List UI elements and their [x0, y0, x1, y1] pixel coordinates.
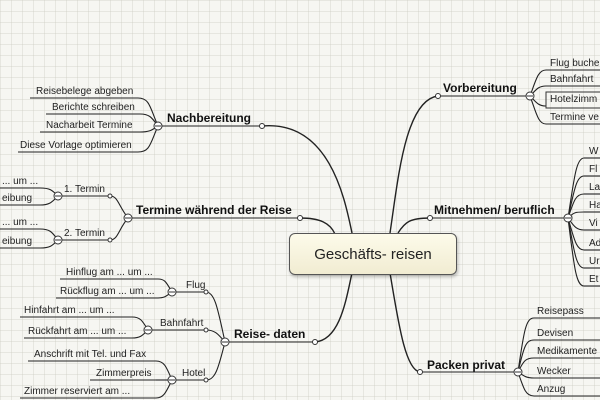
item-medikamente[interactable]: Medikamente — [537, 346, 598, 357]
item-termine-vereinbaren[interactable]: Termine ve — [550, 112, 599, 123]
connector-packen — [389, 272, 421, 373]
item-rueckfahrt[interactable]: Rückfahrt am ... um ... — [28, 326, 127, 337]
item-mitnehmen-5[interactable]: Vi — [589, 218, 598, 229]
subtopic-termin-2[interactable]: 2. Termin — [64, 228, 105, 239]
item-reisepass[interactable]: Reisepass — [537, 306, 584, 317]
central-topic-label: Geschäfts- reisen — [314, 245, 432, 263]
item-anschrift[interactable]: Anschrift mit Tel. und Fax — [34, 349, 147, 360]
item-wecker[interactable]: Wecker — [537, 366, 571, 377]
central-topic[interactable]: Geschäfts- reisen — [289, 233, 457, 275]
item-termin2-time[interactable]: ... um ... — [2, 217, 39, 228]
item-berichte[interactable]: Berichte schreiben — [52, 102, 135, 113]
item-bahnfahrt[interactable]: Bahnfahrt — [550, 74, 594, 85]
item-mitnehmen-3[interactable]: La — [589, 182, 600, 193]
item-termin1-desc[interactable]: eibung — [2, 193, 33, 204]
item-reisebelege[interactable]: Reisebelege abgeben — [36, 86, 134, 97]
item-mitnehmen-6[interactable]: Ad — [589, 238, 600, 249]
connector-reisedaten — [314, 272, 353, 343]
item-zimmerpreis[interactable]: Zimmerpreis — [96, 368, 152, 379]
item-termin1-time[interactable]: ... um ... — [2, 176, 39, 187]
topic-termine[interactable]: Termine während der Reise — [136, 203, 292, 217]
item-zimmer-reserviert[interactable]: Zimmer reserviert am ... — [24, 386, 131, 397]
subtopic-hotel[interactable]: Hotel — [182, 368, 206, 379]
connector-mitnehmen — [397, 217, 431, 234]
item-mitnehmen-4[interactable]: Ha — [589, 200, 600, 211]
item-rueckflug[interactable]: Rückflug am ... um ... — [60, 286, 155, 297]
item-termin2-desc[interactable]: eibung — [2, 236, 33, 247]
item-hotelzimmer[interactable]: Hotelzimm — [550, 94, 598, 105]
item-devisen[interactable]: Devisen — [537, 328, 574, 339]
item-anzug[interactable]: Anzug — [537, 384, 566, 395]
item-hinfahrt[interactable]: Hinfahrt am ... um ... — [24, 305, 115, 316]
connector-termine — [299, 217, 336, 235]
item-hinflug[interactable]: Hinflug am ... um ... — [66, 267, 153, 278]
item-vorlage-optimieren[interactable]: Diese Vorlage optimieren — [20, 140, 132, 151]
topic-mitnehmen-beruflich[interactable]: Mitnehmen/ beruflich — [434, 203, 555, 217]
item-mitnehmen-2[interactable]: Fl — [589, 164, 598, 175]
item-nacharbeit[interactable]: Nacharbeit Termine — [46, 120, 133, 131]
item-flug-buchen[interactable]: Flug buche — [550, 58, 600, 69]
topic-vorbereitung[interactable]: Vorbereitung — [443, 81, 517, 95]
item-mitnehmen-1[interactable]: W — [589, 146, 599, 157]
subtopic-termin-1[interactable]: 1. Termin — [64, 184, 105, 195]
topic-nachbereitung[interactable]: Nachbereitung — [167, 111, 252, 125]
subtopic-flug[interactable]: Flug — [186, 280, 206, 291]
connector-nachbereitung — [261, 125, 353, 234]
item-mitnehmen-7[interactable]: Ur — [589, 256, 600, 267]
subtopic-bahnfahrt[interactable]: Bahnfahrt — [160, 318, 204, 329]
topic-packen-privat[interactable]: Packen privat — [427, 358, 506, 372]
hotelzimm-box — [545, 91, 600, 109]
item-mitnehmen-8[interactable]: Et — [589, 274, 599, 285]
connector-vorbereitung — [389, 95, 439, 234]
topic-reisedaten[interactable]: Reise- daten — [234, 327, 306, 341]
